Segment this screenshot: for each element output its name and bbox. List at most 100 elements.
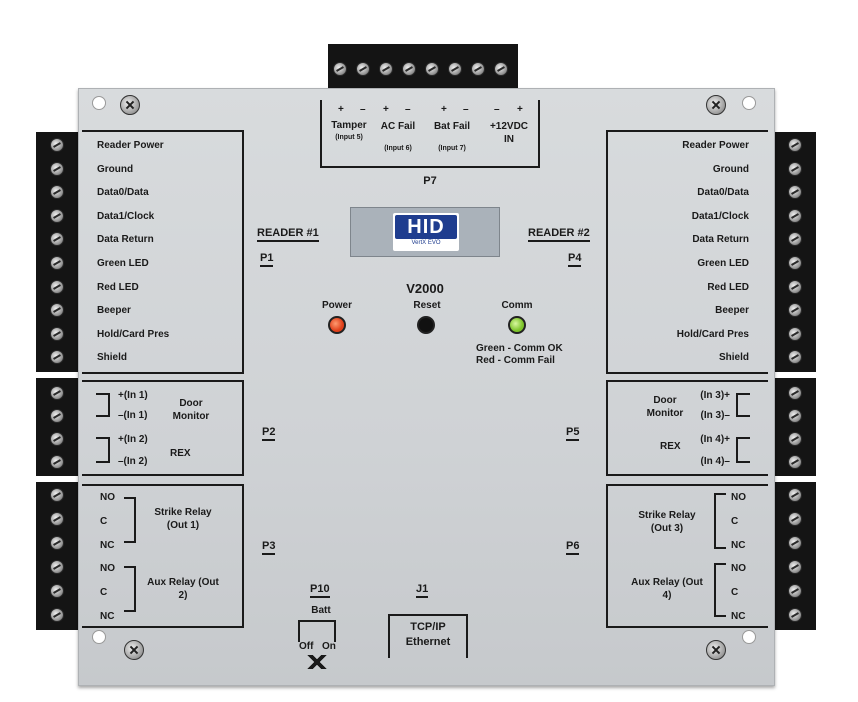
relay-right-pin-label: NO (731, 492, 746, 503)
mount-hole-top-left (92, 96, 106, 110)
door-monitor-bracket-right (736, 393, 750, 417)
reader1-pin-label: Data Return (97, 234, 154, 246)
terminal-screw (50, 512, 64, 526)
p5-port: P5 (566, 426, 580, 441)
terminal-screw (50, 303, 64, 318)
terminal-screw (788, 409, 802, 423)
aux-relay-right: Aux Relay (Out 4) (631, 577, 703, 601)
inputs-left-outline (82, 380, 244, 476)
reader2-pin-label: Reader Power (682, 140, 749, 151)
p7-polarity-mark: – (494, 104, 500, 115)
mount-screw-top-right (706, 95, 726, 115)
door-monitor-right: Door Monitor (646, 395, 684, 419)
terminal-screw (50, 138, 64, 152)
aux-bracket-right (714, 563, 726, 617)
terminal-screw (50, 584, 64, 598)
batt-on: On (322, 641, 336, 652)
terminal-screw (788, 326, 802, 341)
p7-ac-fail: AC Fail (380, 121, 416, 132)
reader1-pin-label: Shield (97, 352, 128, 364)
reader2-port: P4 (568, 252, 582, 267)
reader2-title: READER #2 (528, 227, 590, 242)
terminal-screw (788, 232, 802, 247)
mount-hole-top-right (742, 96, 756, 110)
p7-tamper-sub: (Input 5) (335, 134, 363, 141)
relay-left-pin-label: C (100, 587, 108, 598)
hid-logo-text: HID (395, 215, 457, 239)
relay-right-pin-label: C (731, 516, 739, 527)
terminal-screw (50, 279, 64, 294)
relay-right-pin-label: NO (731, 563, 746, 574)
terminal-screw (788, 512, 802, 526)
j1-port: J1 (416, 583, 429, 598)
terminal-screw (788, 185, 802, 200)
terminal-screw (788, 279, 802, 294)
batt-jumper-outline (298, 620, 336, 642)
terminal-screw (50, 161, 64, 176)
ethernet-outline (388, 614, 468, 658)
relay-right-pin-label: NC (731, 540, 746, 551)
door-monitor-left: Door Monitor (172, 398, 210, 422)
reader1-pin-label: Data1/Clock (97, 210, 155, 222)
reader1-pin-label: Red LED (97, 281, 139, 293)
reset-button[interactable] (417, 316, 435, 334)
terminal-screw (333, 62, 347, 76)
door-monitor-bracket-left (96, 393, 110, 417)
reader1-pin-label: Ground (97, 163, 134, 175)
terminal-screw (788, 455, 802, 469)
mount-screw-bottom-right (706, 640, 726, 660)
power-led (328, 316, 346, 334)
terminal-screw (788, 488, 802, 502)
terminal-screw (788, 608, 802, 622)
terminal-screw (356, 62, 370, 76)
terminal-screw (50, 350, 64, 365)
reset-label: Reset (413, 300, 441, 311)
terminal-screw (50, 185, 64, 200)
reader2-pin-label: Beeper (715, 305, 749, 317)
terminal-screw (50, 608, 64, 622)
aux-bracket-left (124, 566, 136, 612)
mount-hole-bottom-right (742, 630, 756, 644)
p7-polarity-mark: + (517, 104, 523, 115)
terminal-screw (379, 62, 393, 76)
terminal-screw (788, 138, 802, 152)
p7-bat-fail-sub: (Input 7) (438, 145, 466, 152)
relay-left-pin-label: NC (100, 540, 115, 551)
terminal-screw (425, 62, 439, 76)
in1-minus: –(In 1) (118, 410, 148, 421)
terminal-screw (788, 256, 802, 270)
p6-port: P6 (566, 540, 580, 555)
hid-logo-sub: VertX EVO (411, 240, 441, 246)
rex-bracket-left (96, 437, 110, 463)
strike-relay-left: Strike Relay (Out 1) (154, 507, 212, 531)
relay-left-pin-label: C (100, 516, 108, 527)
right-terminal-relays (772, 482, 816, 630)
in4-plus: (In 4)+ (700, 434, 730, 445)
p7-ac-fail-sub: (Input 6) (384, 145, 412, 152)
batt-jumper[interactable] (298, 655, 336, 669)
in3-minus: (In 3)– (700, 410, 730, 421)
rex-right: REX (660, 441, 681, 452)
reader2-outline (606, 130, 768, 374)
p7-12vdc-in: +12VDC IN (489, 121, 529, 145)
mount-hole-bottom-left (92, 630, 106, 644)
terminal-screw (50, 386, 64, 400)
reader1-pin-label: Reader Power (97, 140, 164, 151)
terminal-screw (788, 161, 802, 176)
terminal-screw (788, 432, 802, 446)
in3-plus: (In 3)+ (700, 390, 730, 401)
controller-board (78, 88, 775, 686)
p7-polarity-mark: – (405, 104, 411, 115)
strike-relay-right: Strike Relay (Out 3) (638, 510, 696, 534)
reader2-pin-label: Shield (718, 352, 749, 364)
in2-minus: –(In 2) (118, 456, 148, 467)
relay-left-pin-label: NC (100, 611, 115, 622)
terminal-screw (50, 326, 64, 341)
comm-note-ok: Green - Comm OK (476, 343, 563, 354)
reader2-pin-label: Hold/Card Pres (676, 328, 749, 340)
reader2-pin-label: Data0/Data (697, 187, 749, 199)
p10-port: P10 (310, 583, 330, 598)
p7-tamper: Tamper (331, 120, 367, 131)
ethernet-label-2: Ethernet (405, 636, 451, 648)
in2-plus: +(In 2) (118, 434, 148, 445)
